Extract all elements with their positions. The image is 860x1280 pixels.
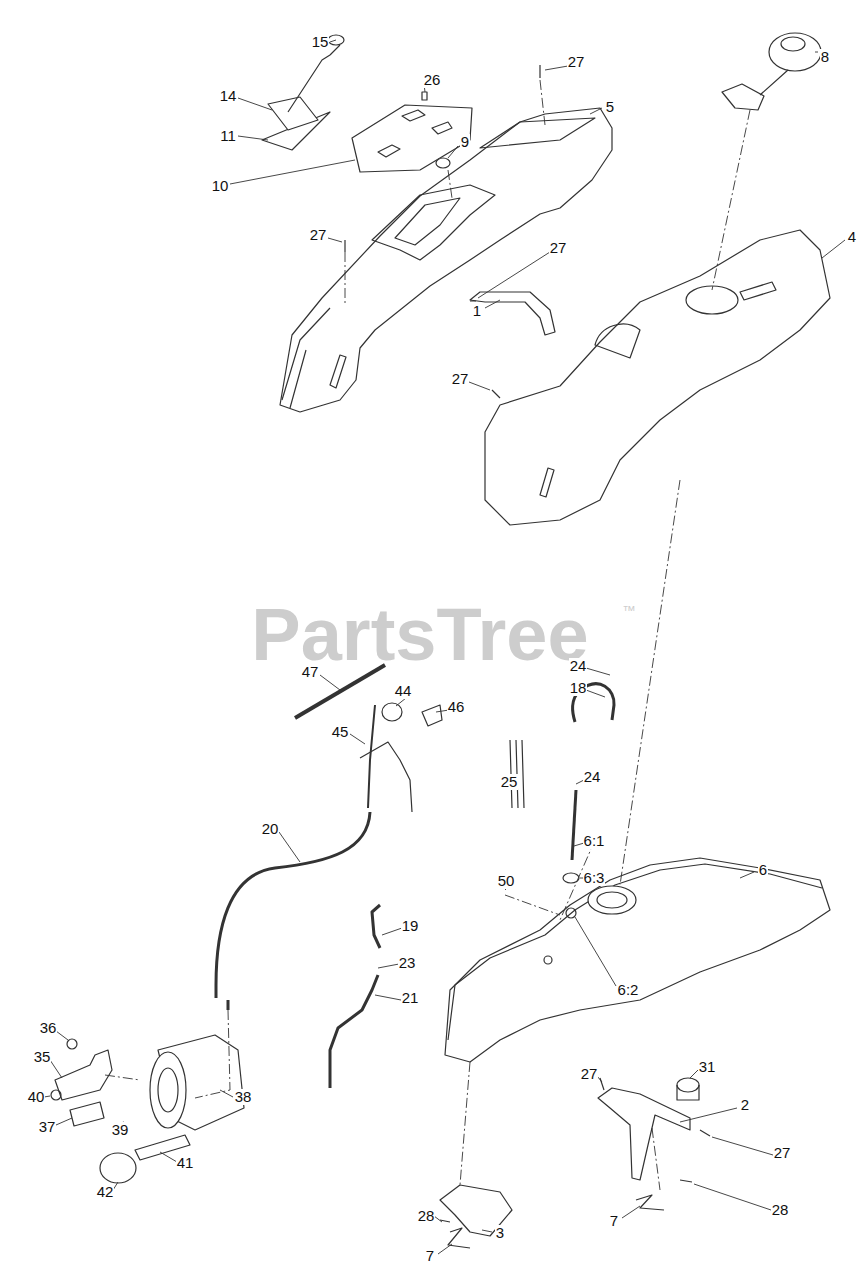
callout-number: 3 bbox=[495, 1225, 505, 1241]
callout-number: 6 bbox=[758, 862, 768, 878]
tank-neck bbox=[588, 886, 636, 914]
valve-arm bbox=[360, 742, 412, 812]
canister-end bbox=[158, 1068, 178, 1112]
vent-hose bbox=[372, 905, 380, 948]
callout-number: 38 bbox=[234, 1089, 253, 1105]
panel-plate-slot bbox=[378, 110, 452, 157]
canister-bracket bbox=[55, 1050, 112, 1100]
callout-number: 24 bbox=[569, 658, 588, 674]
callout-number: 27 bbox=[309, 227, 328, 243]
trademark: ™ bbox=[622, 604, 637, 618]
callout-number: 19 bbox=[401, 918, 420, 934]
grommet bbox=[436, 158, 450, 168]
fuel-tank bbox=[445, 858, 830, 1062]
callout-number: 26 bbox=[423, 72, 442, 88]
watermark: PartsTree bbox=[250, 597, 589, 673]
panel-plate bbox=[352, 105, 472, 172]
cover-decal bbox=[740, 282, 776, 300]
tank-seam bbox=[448, 864, 822, 1040]
canister-strap bbox=[70, 1102, 104, 1126]
console-funnel-inner bbox=[395, 198, 460, 245]
clip bbox=[422, 705, 442, 726]
bumper-side bbox=[677, 1085, 699, 1100]
shift-knob bbox=[328, 35, 344, 45]
callout-number: 27 bbox=[567, 54, 586, 70]
shift-gate bbox=[268, 97, 318, 130]
callout-number: 9 bbox=[460, 134, 470, 150]
vent-hose bbox=[330, 975, 378, 1088]
canister-end bbox=[150, 1052, 186, 1128]
tank-bracket bbox=[598, 1088, 690, 1180]
callout-number: 27 bbox=[773, 1145, 792, 1161]
callout-number: 31 bbox=[698, 1059, 717, 1075]
callout-number: 40 bbox=[27, 1089, 46, 1105]
fuel-cap bbox=[769, 33, 821, 71]
nut bbox=[67, 1039, 77, 1049]
console-funnel bbox=[372, 185, 495, 260]
tank-port bbox=[566, 908, 576, 918]
assembly-lines bbox=[105, 80, 750, 1190]
callout-number: 7 bbox=[425, 1248, 435, 1264]
callout-number: 41 bbox=[176, 1155, 195, 1171]
console-slot bbox=[480, 118, 595, 148]
filter-cap bbox=[100, 1153, 136, 1183]
callout-number: 42 bbox=[96, 1184, 115, 1200]
tank-port bbox=[544, 956, 552, 964]
vent-hose bbox=[216, 812, 370, 1010]
filler-opening bbox=[686, 286, 738, 314]
callout-number: 10 bbox=[211, 178, 230, 194]
callout-number: 5 bbox=[605, 99, 615, 115]
cap-tether bbox=[722, 70, 788, 110]
callout-number: 50 bbox=[497, 873, 516, 889]
callout-number: 36 bbox=[39, 1020, 58, 1036]
fuel-cap-top bbox=[781, 37, 805, 51]
callout-number: 7 bbox=[609, 1213, 619, 1229]
callout-number: 47 bbox=[301, 664, 320, 680]
leader-lines bbox=[44, 40, 845, 1254]
valve-tube bbox=[368, 705, 375, 808]
nut bbox=[51, 1090, 61, 1100]
callout-number: 1 bbox=[472, 303, 482, 319]
bracket bbox=[470, 292, 555, 335]
console-slot-lower bbox=[330, 355, 346, 388]
callout-number: 25 bbox=[500, 774, 519, 790]
console-edge bbox=[282, 308, 330, 408]
callout-number: 45 bbox=[331, 724, 350, 740]
callout-number: 44 bbox=[394, 683, 413, 699]
callout-number: 2 bbox=[740, 1097, 750, 1113]
callout-number: 4 bbox=[847, 229, 857, 245]
tank-cover-bump bbox=[595, 324, 640, 358]
callout-number: 24 bbox=[583, 769, 602, 785]
callout-number: 28 bbox=[771, 1202, 790, 1218]
callout-number: 15 bbox=[311, 34, 330, 50]
callout-number: 14 bbox=[219, 88, 238, 104]
callout-number: 6:3 bbox=[583, 870, 606, 886]
callout-number: 28 bbox=[417, 1208, 436, 1224]
callout-number: 20 bbox=[261, 821, 280, 837]
callout-number: 39 bbox=[111, 1122, 130, 1138]
fuel-line-stem bbox=[572, 790, 576, 860]
screw bbox=[422, 92, 427, 100]
bumper bbox=[677, 1078, 699, 1092]
callout-number: 27 bbox=[451, 371, 470, 387]
clip bbox=[636, 1195, 664, 1210]
callout-number: 6:2 bbox=[617, 982, 640, 998]
shift-lever bbox=[288, 45, 340, 112]
valve-body bbox=[382, 703, 402, 721]
callout-number: 37 bbox=[38, 1119, 57, 1135]
callout-number: 46 bbox=[447, 699, 466, 715]
tank-cover bbox=[485, 230, 830, 525]
callout-number: 35 bbox=[33, 1049, 52, 1065]
callout-number: 27 bbox=[549, 240, 568, 256]
callout-number: 21 bbox=[401, 990, 420, 1006]
cover-slot bbox=[540, 468, 554, 497]
tank-neck-inner bbox=[597, 892, 627, 908]
callout-number: 6:1 bbox=[583, 833, 606, 849]
callout-number: 27 bbox=[580, 1066, 599, 1082]
callout-number: 8 bbox=[820, 49, 830, 65]
callout-number: 23 bbox=[398, 955, 417, 971]
callout-number: 18 bbox=[569, 680, 588, 696]
callout-number: 11 bbox=[219, 128, 237, 144]
